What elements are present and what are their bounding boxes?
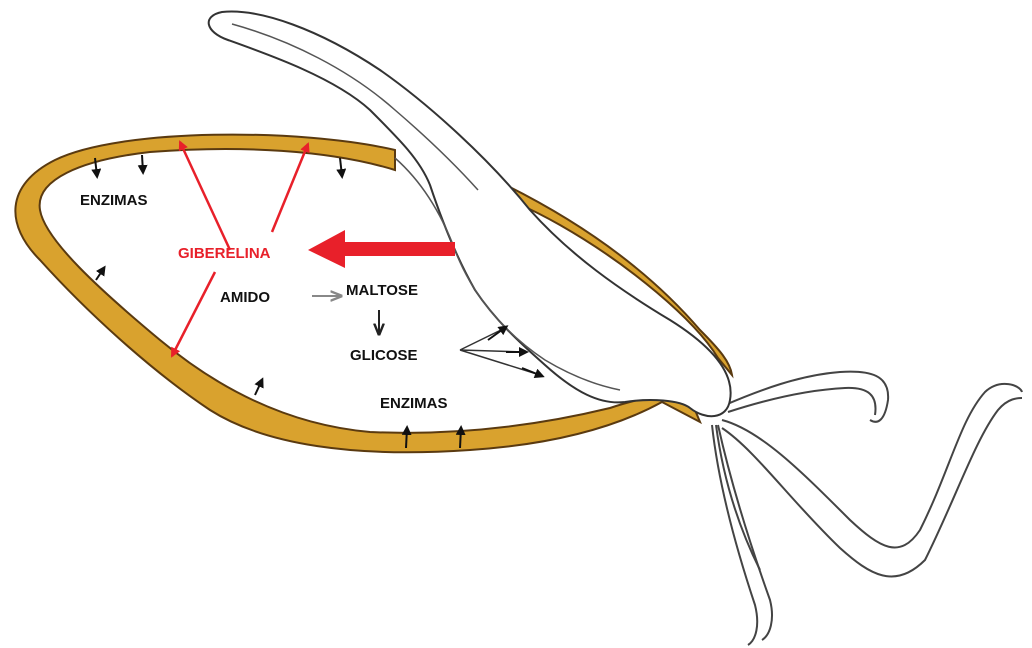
- label-amido: AMIDO: [220, 289, 270, 306]
- label-glicose: GLICOSE: [350, 347, 418, 364]
- label-enzimas-bottom: ENZIMAS: [380, 395, 448, 412]
- enzyme-arrow: [488, 327, 506, 340]
- label-enzimas-top: ENZIMAS: [80, 192, 148, 209]
- roots: [712, 372, 1022, 645]
- giberelina-source-arrow: [308, 230, 455, 268]
- label-maltose: MALTOSE: [346, 282, 418, 299]
- embryo: [209, 12, 731, 417]
- enzyme-arrow: [522, 368, 542, 376]
- label-giberelina: GIBERELINA: [178, 245, 271, 262]
